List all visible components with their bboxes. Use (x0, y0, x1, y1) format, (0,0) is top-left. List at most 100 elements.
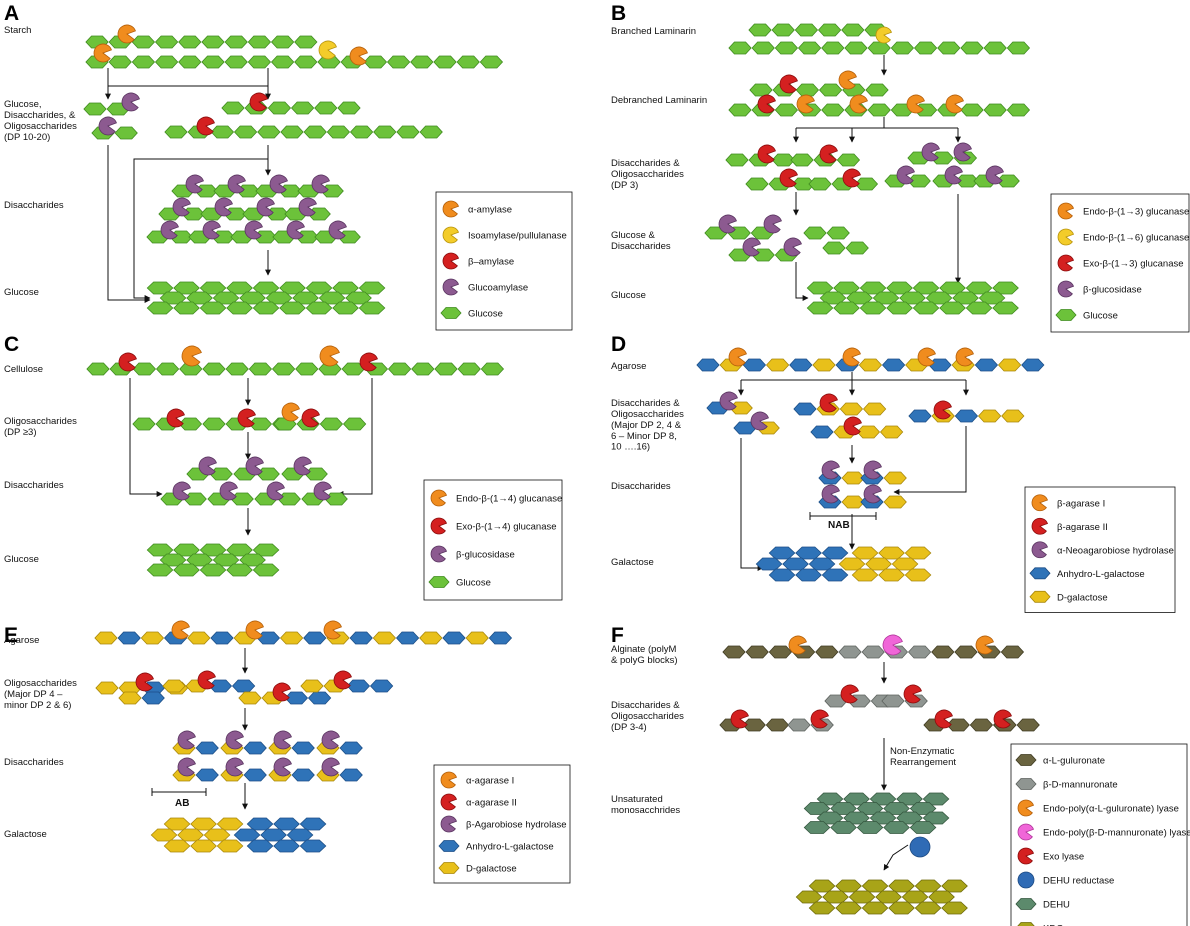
sugar-unit (818, 83, 843, 97)
sugar-unit (141, 691, 165, 705)
red-enzyme-icon (118, 352, 137, 372)
purple-enzyme-icon (214, 197, 233, 217)
sugar-unit (996, 174, 1020, 188)
purple-enzyme-icon (266, 481, 285, 501)
orange-enzyme-icon (281, 402, 300, 422)
sugar-unit (373, 125, 397, 139)
purple-enzyme-icon (750, 411, 769, 431)
sugar-unit (768, 568, 796, 582)
brown-hex-icon (1015, 754, 1037, 766)
purple-enzyme-icon (921, 142, 940, 162)
yellow-pac-icon (442, 226, 460, 244)
sugar-unit (294, 55, 318, 69)
sugar-unit (230, 492, 254, 506)
legend-label: Endo-β-(1→4) glucanase (456, 494, 562, 505)
sugar-unit (279, 631, 304, 645)
sugar-unit (833, 301, 860, 315)
sugar-unit (742, 718, 766, 732)
sugar-unit (977, 409, 1002, 423)
sugar-unit (291, 768, 315, 782)
orange-pac-icon (440, 771, 458, 789)
red-enzyme-icon (301, 408, 320, 428)
stage-label: Oligosaccharides(DP ≥3) (4, 416, 77, 438)
legend-label: β–amylase (468, 257, 514, 268)
sugar-unit (861, 879, 889, 893)
sugar-unit (286, 828, 314, 842)
purple-enzyme-icon (953, 142, 972, 162)
sugar-unit (395, 631, 420, 645)
sugar-unit (339, 741, 363, 755)
sugar-unit (396, 125, 420, 139)
sugar-unit (243, 741, 267, 755)
legend-label: α-agarase I (466, 776, 514, 787)
sugar-unit (851, 546, 879, 560)
sugar-unit (349, 125, 374, 139)
sugar-unit (782, 557, 809, 571)
sugar-unit (997, 358, 1022, 372)
stage-label: Disaccharides (4, 200, 64, 211)
sugar-unit (248, 417, 273, 431)
sugar-unit (817, 23, 842, 37)
sugar-unit (303, 631, 327, 645)
sugar-unit (280, 125, 304, 139)
sugar-unit (728, 41, 752, 55)
red-enzyme-icon (903, 684, 922, 704)
sugar-unit (728, 103, 752, 117)
sugar-unit (830, 821, 857, 834)
sugar-unit (901, 890, 929, 904)
sugar-unit (821, 546, 849, 560)
red-enzyme-icon (166, 408, 185, 428)
stage-label: Agarose (611, 361, 646, 372)
sugar-unit (201, 35, 225, 49)
red-enzyme-icon (757, 94, 776, 114)
orange-enzyme-icon (93, 43, 112, 63)
sugar-unit (907, 174, 931, 188)
sugar-unit (210, 125, 235, 139)
purple-enzyme-icon (863, 484, 882, 504)
sugar-unit (774, 103, 799, 117)
red-pac-icon (430, 517, 448, 535)
sugar-unit (974, 358, 999, 372)
purple-enzyme-icon (783, 237, 802, 257)
sugar-unit (1006, 41, 1031, 55)
sugar-unit (326, 125, 351, 139)
sugar-unit (154, 35, 179, 49)
sugar-unit (794, 23, 819, 37)
sugar-unit (878, 546, 905, 560)
purple-pac-icon (440, 815, 458, 833)
sugar-unit (821, 41, 845, 55)
sugar-unit (907, 645, 932, 659)
sugar-unit (299, 817, 327, 831)
red-enzyme-icon (779, 168, 798, 188)
sugar-unit (861, 901, 889, 915)
red-pac-icon (1017, 847, 1035, 865)
sugar-unit (862, 402, 887, 416)
purple-enzyme-icon (944, 165, 963, 185)
purple-enzyme-icon (742, 237, 761, 257)
legend-label: Exo lyase (1043, 852, 1084, 863)
sugar-unit (960, 41, 984, 55)
sugar-unit (199, 563, 227, 577)
sugar-unit (861, 645, 885, 659)
sugar-unit (190, 839, 217, 853)
sugar-unit (457, 362, 481, 376)
stage-label: Glucose (611, 290, 646, 301)
orange-pac-icon (1017, 799, 1035, 817)
stage-label: Oligosaccharides(Major DP 4 –minor DP 2 … (4, 678, 77, 711)
stage-label: Disaccharides (4, 480, 64, 491)
red-enzyme-icon (757, 144, 776, 164)
sugar-unit (226, 301, 253, 315)
sugar-unit (271, 362, 296, 376)
sugar-unit (324, 492, 348, 506)
stage-label: Disaccharides &Oligosaccharides(Major DP… (611, 398, 684, 453)
yellow-enzyme-icon (318, 40, 337, 60)
sugar-unit (201, 55, 225, 69)
sugar-unit (358, 301, 386, 315)
purple-enzyme-icon (121, 92, 140, 112)
sugar-unit (789, 358, 813, 372)
sugar-unit (177, 828, 204, 842)
sugar-unit (890, 41, 915, 55)
flow-arrow (740, 438, 764, 571)
orange-enzyme-icon (906, 94, 925, 114)
